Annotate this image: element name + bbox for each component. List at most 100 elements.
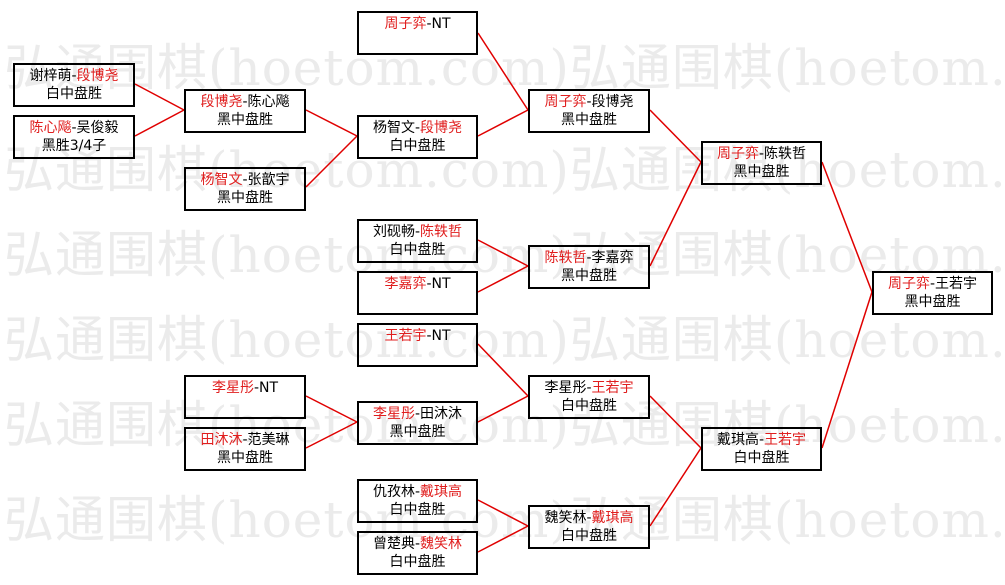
match-players: 李嘉弈-NT [359, 275, 476, 293]
separator: - [414, 406, 421, 422]
player-name: 陈心飚 [247, 94, 290, 110]
match-players: 周子弈-段博尧 [530, 93, 648, 111]
separator: - [414, 120, 421, 136]
match-box: 李嘉弈-NT [357, 271, 478, 315]
match-players: 刘砚畅-陈轶哲 [359, 223, 476, 241]
match-box: 王若宇-NT [357, 323, 478, 367]
winner-name: 戴琪高 [420, 484, 463, 500]
match-players: 李星彤-王若宇 [530, 379, 648, 397]
player-name: 仇孜林 [372, 484, 415, 500]
match-box: 李星彤-王若宇 白中盘胜 [528, 375, 650, 419]
match-players: 戴琪高-王若宇 [703, 431, 820, 449]
match-box: 刘砚畅-陈轶哲 白中盘胜 [357, 219, 478, 263]
match-result: 黑中盘胜 [217, 190, 273, 206]
match-result: 黑中盘胜 [217, 450, 273, 466]
connector-line [477, 239, 529, 267]
match-box: 仇孜林-戴琪高 白中盘胜 [357, 479, 478, 523]
match-box: 杨智文-段博尧 白中盘胜 [357, 115, 478, 159]
connector-line [305, 421, 358, 449]
separator: - [426, 328, 432, 344]
separator: - [426, 276, 432, 292]
connector-line [649, 161, 702, 267]
winner-name: 周子弈 [716, 146, 759, 162]
winner-name: 周子弈 [544, 94, 587, 110]
match-players: 仇孜林-戴琪高 [359, 483, 476, 501]
connector-line [649, 395, 702, 449]
match-result: 白中盘胜 [389, 554, 446, 570]
separator: - [253, 380, 260, 396]
match-players: 魏笑林-戴琪高 [530, 509, 648, 527]
match-box: 周子弈-陈轶哲 黑中盘胜 [701, 141, 822, 185]
connector-line [649, 109, 702, 163]
match-box: 李星彤-田沐沐 黑中盘胜 [357, 401, 478, 445]
match-players: 谢梓萌-段博尧 [15, 67, 133, 85]
separator: - [414, 224, 421, 240]
match-box: 段博尧-陈心飚 黑中盘胜 [184, 89, 306, 133]
match-players: 田沐沐-范美琳 [186, 431, 304, 449]
winner-name: 王若宇 [384, 328, 427, 344]
match-players: 李星彤-田沐沐 [359, 405, 476, 423]
player-name: NT [431, 16, 451, 32]
winner-name: 戴琪高 [591, 510, 634, 526]
match-players: 杨智文-张歆宇 [186, 171, 304, 189]
match-result: 白中盘胜 [561, 528, 617, 544]
match-players: 周子弈-王若宇 [874, 275, 991, 293]
match-players: 王若宇-NT [359, 327, 476, 345]
winner-name: 段博尧 [420, 120, 463, 136]
player-name: 吴俊毅 [76, 120, 119, 136]
connector-line [821, 161, 873, 293]
match-result: 黑中盘胜 [904, 294, 961, 310]
connector-line [477, 499, 529, 527]
winner-name: 魏笑林 [420, 536, 463, 552]
match-box: 陈轶哲-李嘉弈 黑中盘胜 [528, 245, 650, 289]
player-name: 戴琪高 [716, 432, 759, 448]
separator: - [242, 172, 248, 188]
separator: - [586, 94, 592, 110]
player-name: NT [431, 328, 451, 344]
player-name: 王若宇 [935, 276, 978, 292]
separator: - [586, 510, 592, 526]
winner-name: 田沐沐 [200, 432, 243, 448]
separator: - [414, 536, 421, 552]
match-result: 白中盘胜 [46, 86, 102, 102]
player-name: 张歆宇 [247, 172, 290, 188]
match-result: 黑胜3/4子 [41, 138, 107, 154]
winner-name: 段博尧 [76, 68, 119, 84]
connector-line [477, 343, 529, 397]
match-box: 杨智文-张歆宇 黑中盘胜 [184, 167, 306, 211]
player-name: 陈轶哲 [764, 146, 807, 162]
match-result: 白中盘胜 [561, 398, 617, 414]
player-name: 田沐沐 [420, 406, 463, 422]
separator: - [758, 146, 765, 162]
winner-name: 陈心飚 [29, 120, 72, 136]
player-name: NT [431, 276, 451, 292]
match-result: 黑中盘胜 [561, 268, 617, 284]
separator: - [71, 120, 77, 136]
match-players: 陈心飚-吴俊毅 [15, 119, 133, 137]
connector-line [821, 291, 873, 449]
player-name: 段博尧 [591, 94, 634, 110]
match-box: 戴琪高-王若宇 白中盘胜 [701, 427, 822, 471]
connector-line [305, 109, 358, 137]
match-box: 李星彤-NT [184, 375, 306, 419]
match-players: 李星彤-NT [186, 379, 304, 397]
separator: - [426, 16, 432, 32]
match-result: 白中盘胜 [733, 450, 790, 466]
winner-name: 段博尧 [200, 94, 243, 110]
match-result: 黑中盘胜 [389, 424, 446, 440]
player-name: 李星彤 [544, 380, 587, 396]
player-name: NT [259, 380, 279, 396]
match-players: 周子弈-NT [359, 15, 476, 33]
match-box: 陈心飚-吴俊毅 黑胜3/4子 [13, 115, 135, 159]
connector-line [477, 265, 529, 293]
match-players: 陈轶哲-李嘉弈 [530, 249, 648, 267]
final-match-box: 周子弈-王若宇 黑中盘胜 [872, 271, 993, 315]
player-name: 李嘉弈 [591, 250, 634, 266]
winner-name: 李星彤 [372, 406, 415, 422]
player-name: 范美琳 [247, 432, 290, 448]
connector-line [134, 109, 185, 137]
connector-line [134, 83, 185, 111]
winner-name: 杨智文 [200, 172, 243, 188]
match-box: 田沐沐-范美琳 黑中盘胜 [184, 427, 306, 471]
